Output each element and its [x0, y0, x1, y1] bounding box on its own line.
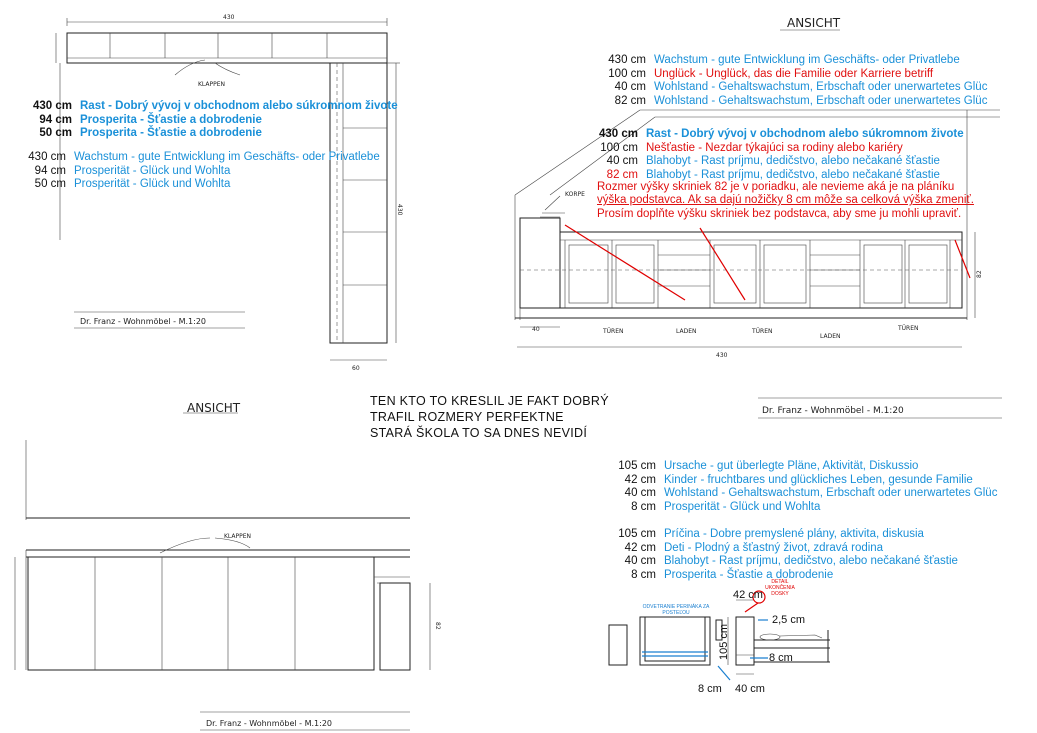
red-note: Rozmer výšky skriniek 82 je v poriadku, … — [597, 181, 974, 220]
turen-label-3: TÜREN — [897, 325, 919, 332]
title-block-1: Dr. Franz - Wohnmöbel - M.1:20 — [80, 317, 206, 326]
plan-view: 430 KLAPPEN 430 60 Dr. Franz - Wohnmöbel… — [55, 14, 403, 372]
title-block-3: Dr. Franz - Wohnmöbel - M.1:20 — [206, 719, 332, 728]
dim-82-right: 82 — [976, 270, 983, 278]
ansicht-label-2: ANSICHT — [187, 401, 241, 415]
title-block-2: Dr. Franz - Wohnmöbel - M.1:20 — [762, 406, 904, 416]
dim-82-bottom: 82 — [434, 622, 441, 630]
korpe-label: KORPE — [565, 191, 585, 198]
elevation-view-bottom: ANSICHT KLAPPEN 82 Dr. Franz - Wohnmöbel… — [14, 401, 441, 731]
dim-430-top: 430 — [223, 14, 235, 21]
dim-40-cm: 40 cm — [735, 683, 765, 695]
klappen-label-2: KLAPPEN — [224, 533, 251, 540]
board-detail-label: DETAIL UKONČENIA DOSKY — [765, 579, 795, 597]
dim-60: 60 — [352, 365, 360, 372]
dim-105-cm: 105 cm — [718, 623, 730, 660]
bed-detail-diagram — [608, 590, 830, 681]
dim-430-side: 430 — [396, 204, 403, 216]
dim-8-cm-right: 8 cm — [769, 652, 793, 664]
klappen-label-1: KLAPPEN — [198, 81, 225, 88]
turen-label-2: TÜREN — [751, 328, 773, 335]
laden-label-1: LADEN — [676, 328, 696, 335]
dim-40-elevation: 40 — [532, 326, 540, 333]
elevation-view-top: ANSICHT KORPE — [514, 16, 1002, 419]
dim-430-bottom: 430 — [716, 352, 728, 359]
center-comment: TEN KTO TO KRESLIL JE FAKT DOBRÝ TRAFIL … — [370, 394, 609, 440]
dim-42-cm: 42 cm — [733, 589, 763, 601]
ventilation-label: ODVETRANIE PERINÁKA ZA POSTEĽOU — [642, 604, 710, 616]
dim-2-5-cm: 2,5 cm — [772, 614, 806, 626]
laden-label-2: LADEN — [820, 333, 840, 340]
dim-8-cm-bottom: 8 cm — [698, 683, 722, 695]
turen-label-1: TÜREN — [602, 328, 624, 335]
ansicht-label-1: ANSICHT — [787, 16, 841, 30]
